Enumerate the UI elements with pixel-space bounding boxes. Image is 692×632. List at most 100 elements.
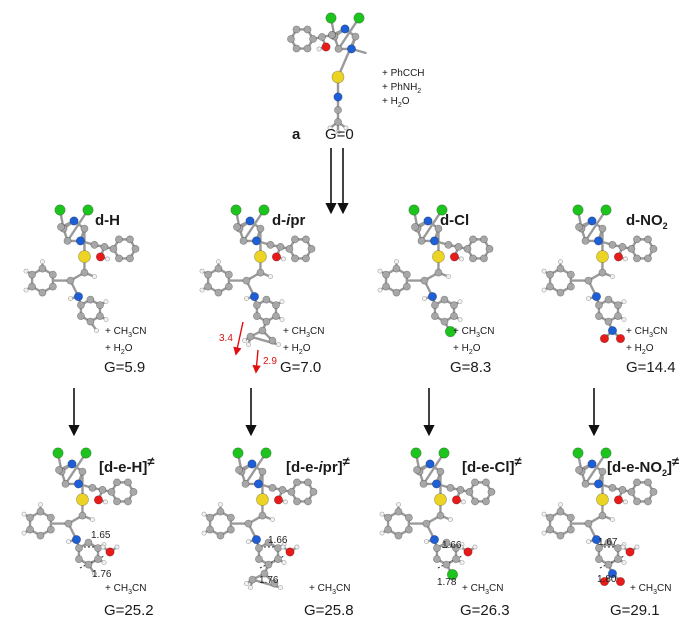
c-atom: [109, 244, 118, 253]
c-atom: [113, 497, 121, 506]
ts-d-e-cl-energy: G=26.3: [460, 602, 510, 619]
c-atom: [126, 235, 134, 244]
c-atom: [614, 555, 622, 564]
c-atom: [633, 235, 641, 244]
c-atom: [86, 295, 95, 304]
c-atom: [595, 312, 603, 321]
c-atom: [264, 538, 273, 547]
c-atom: [446, 483, 455, 492]
h-atom: [90, 517, 95, 523]
ts-label-d-e-ipr-italic: i: [318, 459, 323, 476]
c-atom: [78, 467, 87, 476]
h-atom: [38, 502, 43, 508]
c-atom: [80, 268, 89, 277]
ts-d-e-no2-energy: G=29.1: [610, 602, 660, 619]
ts-label-d-e-cl: [d-e-Cl]≠: [462, 455, 522, 475]
h-atom: [394, 259, 399, 265]
c-atom: [598, 268, 607, 277]
c-atom: [649, 487, 658, 496]
chlorine-atom: [325, 12, 337, 24]
c-atom: [258, 326, 267, 335]
c-atom: [233, 223, 241, 231]
c-atom: [268, 483, 277, 492]
c-atom: [38, 264, 47, 273]
c-atom: [260, 569, 269, 578]
c-atom: [644, 235, 652, 244]
c-atom: [48, 270, 57, 279]
c-atom: [206, 513, 214, 522]
c-atom: [214, 264, 223, 273]
h-atom: [23, 268, 29, 274]
c-atom: [436, 467, 445, 476]
h-atom: [377, 268, 383, 274]
c-atom: [131, 244, 140, 253]
c-atom: [440, 317, 449, 326]
c-atom: [566, 525, 575, 534]
c-atom: [402, 270, 411, 279]
c-atom: [575, 466, 583, 474]
oxygen-atom: [599, 334, 609, 344]
h-atom: [280, 544, 286, 550]
c-atom: [598, 224, 607, 233]
c-atom: [80, 224, 89, 233]
d-ipr-distance-2: 2.9: [263, 356, 277, 367]
c-atom: [434, 268, 443, 277]
n-atom: [346, 44, 356, 54]
c-atom: [248, 575, 257, 584]
n-atom: [247, 459, 257, 469]
c-atom: [253, 312, 261, 321]
int-label-d-no2-main: d-NO: [626, 212, 663, 229]
c-atom: [75, 544, 83, 553]
n-atom: [75, 236, 85, 246]
h-atom: [458, 544, 464, 550]
c-atom: [77, 301, 85, 310]
chlorine-atom: [408, 204, 420, 216]
c-atom: [304, 497, 312, 506]
ts-d-e-no2-d1: 1.67: [598, 537, 618, 548]
nitrogen-atom: [607, 569, 617, 579]
c-atom: [440, 295, 449, 304]
h-atom: [620, 544, 626, 550]
ts-d-e-h-d2: 1.76: [92, 569, 112, 580]
h-atom: [422, 296, 427, 302]
c-atom: [226, 525, 235, 534]
c-atom: [604, 560, 613, 569]
oxygen-atom: [105, 547, 115, 557]
ts-label-d-e-cl-main: [d-e-Cl]: [462, 459, 515, 476]
h-atom: [92, 571, 97, 577]
c-atom: [598, 467, 607, 476]
h-atom: [446, 274, 451, 280]
h-atom: [379, 530, 385, 536]
ts-d-e-cl-d1: 1.66: [442, 540, 462, 551]
c-atom: [307, 244, 316, 253]
c-atom: [287, 487, 296, 496]
ts-label-d-e-ipr-rest: pr]: [322, 459, 343, 476]
h-atom: [276, 342, 281, 348]
c-atom: [334, 106, 342, 114]
c-atom: [566, 282, 575, 291]
chlorine-atom: [600, 204, 612, 216]
c-atom: [77, 312, 85, 321]
c-atom: [216, 531, 225, 540]
c-atom: [206, 525, 214, 534]
h-atom: [246, 342, 251, 348]
c-atom: [66, 276, 75, 285]
c-atom: [303, 25, 312, 34]
c-atom: [293, 497, 301, 506]
n-atom: [587, 459, 597, 469]
nitrogen-atom: [427, 292, 437, 302]
c-atom: [394, 507, 403, 516]
oxygen-atom: [613, 252, 623, 262]
ts-d-e-h-energy: G=25.2: [104, 602, 154, 619]
int-label-d-cl: d-Cl: [440, 212, 470, 229]
nitrogen-atom: [591, 535, 601, 545]
ts-d-e-ipr-d1: 1.66: [268, 535, 288, 546]
h-atom: [623, 499, 628, 505]
nitrogen-atom: [71, 535, 81, 545]
ts-label-d-e-h-main: [d-e-H]: [99, 459, 148, 476]
int-label-d-no2: d-NO2: [626, 213, 668, 231]
c-atom: [584, 519, 593, 528]
c-atom: [595, 544, 603, 553]
c-atom: [382, 270, 390, 279]
int-d-no2-energy: G=14.4: [626, 359, 676, 376]
